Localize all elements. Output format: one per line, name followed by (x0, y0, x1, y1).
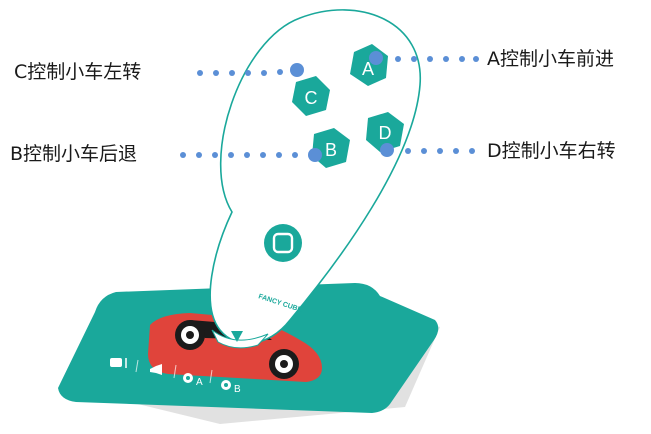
callout-c-leader (197, 63, 304, 77)
car-icon (110, 358, 127, 368)
mat-icon-label-b: B (234, 384, 241, 395)
button-d-letter: D (379, 123, 392, 143)
button-b[interactable] (312, 128, 350, 168)
gear-a-icon (183, 373, 193, 383)
square-button-icon[interactable] (264, 224, 302, 262)
button-d[interactable] (366, 112, 404, 152)
triangle-down-icon (231, 331, 243, 342)
callout-b-leader (180, 148, 322, 162)
remote-body (209, 9, 421, 344)
horn-icon (150, 364, 162, 375)
callout-d-leader (380, 143, 475, 157)
mat-divider (173, 364, 177, 379)
button-c[interactable] (292, 76, 330, 116)
callout-d-label: D控制小车右转 (487, 140, 616, 162)
button-b-letter: B (325, 140, 337, 160)
callout-c-label: C控制小车左转 (14, 61, 142, 83)
callout-a-label: A控制小车前进 (487, 48, 614, 70)
mat-icon-row (110, 358, 231, 390)
callout-b-label: B控制小车后退 (10, 143, 138, 165)
button-a-letter: A (362, 59, 374, 79)
button-c-letter: C (305, 88, 318, 108)
remote-tip (211, 329, 269, 349)
gear-b-icon (221, 380, 231, 390)
mat-divider (209, 369, 213, 384)
callout-a-leader (369, 51, 479, 65)
mat-divider (135, 359, 139, 373)
mat-icon-label-a: A (196, 377, 203, 388)
